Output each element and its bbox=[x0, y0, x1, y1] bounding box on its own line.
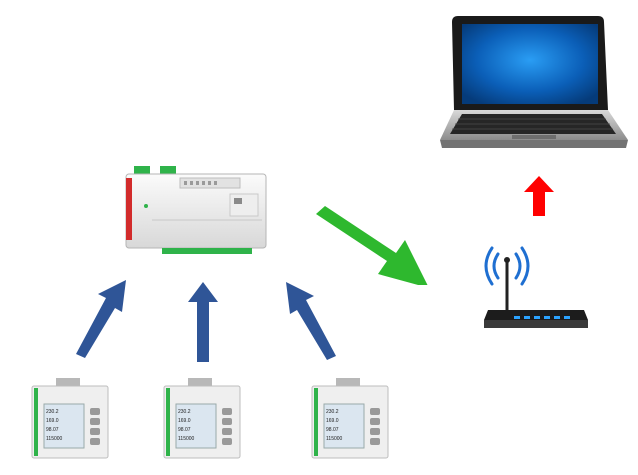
power-meter-1 bbox=[30, 378, 110, 460]
meter-line: 98.07 bbox=[326, 427, 339, 433]
arrow-gateway-to-router bbox=[310, 200, 435, 285]
meter-line: 115000 bbox=[46, 436, 63, 442]
wifi-router-icon bbox=[484, 244, 588, 334]
arrow-meter3-to-gateway bbox=[282, 280, 342, 360]
meter-line: 230.2 bbox=[326, 409, 339, 415]
meter-line: 169.0 bbox=[46, 418, 59, 424]
arrow-meter2-to-gateway bbox=[188, 282, 218, 362]
meter-line: 115000 bbox=[326, 436, 343, 442]
meter-line: 98.07 bbox=[178, 427, 191, 433]
meter-readout-3: 230.2 169.0 98.07 115000 bbox=[326, 408, 342, 444]
meter-line: 230.2 bbox=[46, 409, 59, 415]
meter-readout-1: 230.2 169.0 98.07 115000 bbox=[46, 408, 62, 444]
power-meter-3 bbox=[310, 378, 390, 460]
meter-readout-2: 230.2 169.0 98.07 115000 bbox=[178, 408, 194, 444]
meter-line: 230.2 bbox=[178, 409, 191, 415]
din-rail-gateway-icon bbox=[122, 160, 272, 260]
meter-line: 169.0 bbox=[326, 418, 339, 424]
laptop-icon bbox=[440, 12, 630, 154]
arrow-meter1-to-gateway bbox=[70, 278, 130, 358]
arrow-router-to-laptop bbox=[524, 176, 554, 216]
meter-line: 169.0 bbox=[178, 418, 191, 424]
meter-line: 98.07 bbox=[46, 427, 59, 433]
meter-line: 115000 bbox=[178, 436, 195, 442]
power-meter-2 bbox=[162, 378, 242, 460]
